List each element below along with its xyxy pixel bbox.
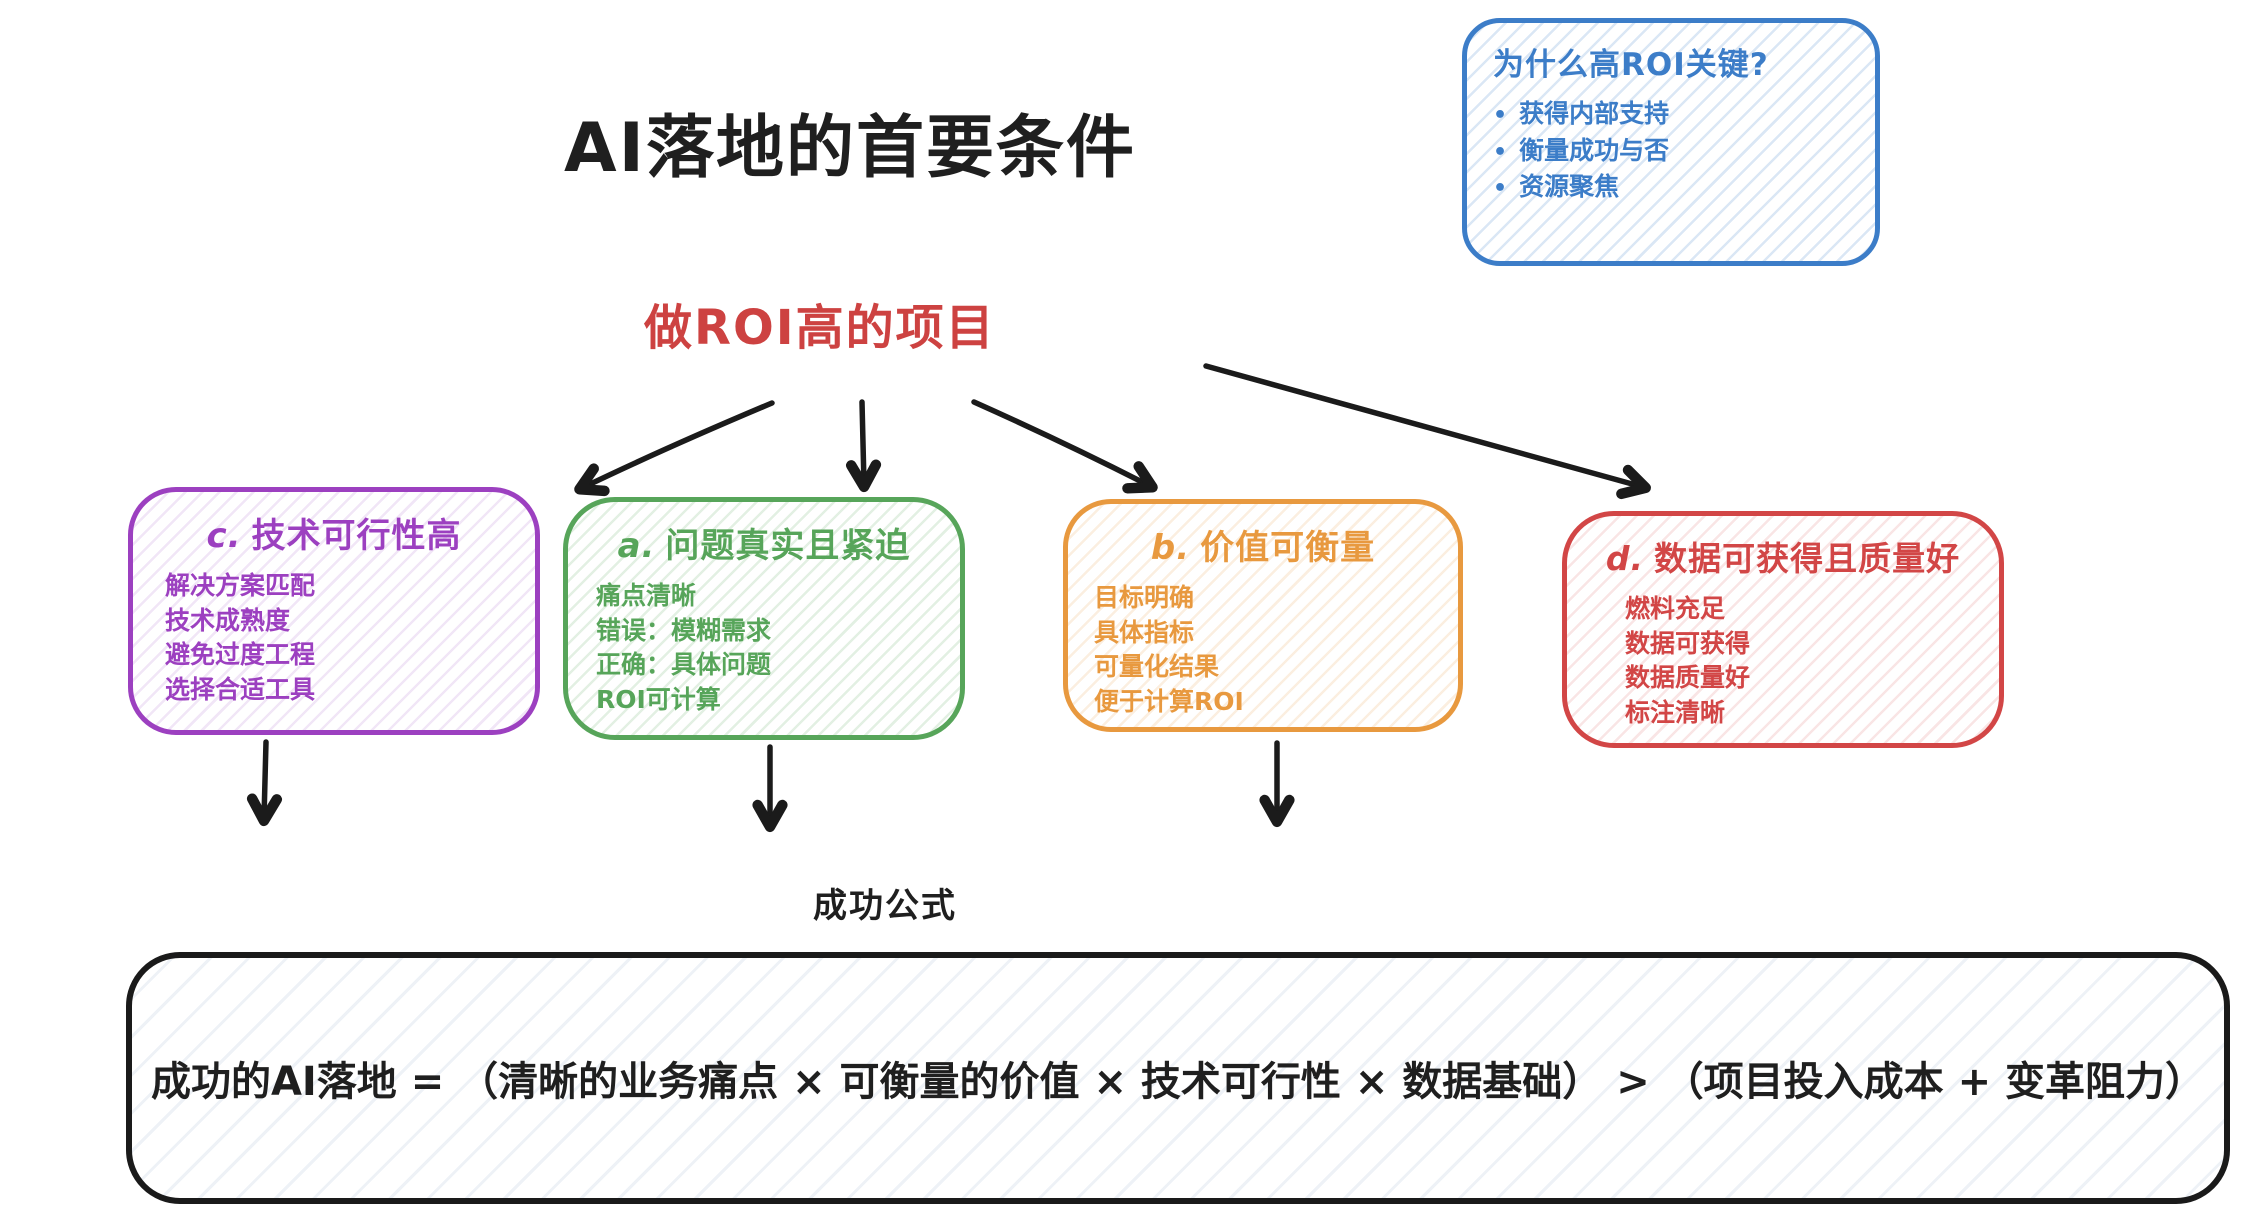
note-bullet-text: 资源聚焦 <box>1519 172 1620 201</box>
box-item: 数据质量好 <box>1625 663 1751 692</box>
box-item: 解决方案匹配 <box>165 571 316 600</box>
box-title: d.数据可获得且质量好 <box>1567 532 1999 580</box>
note-title: 为什么高ROI关键? <box>1493 47 1769 83</box>
box-item: 便于计算ROI <box>1094 686 1244 716</box>
box-title-letter: b. <box>1150 528 1191 568</box>
box-item: 正确：具体问题 <box>596 650 772 679</box>
note-bullet-item: • 衡量成功与否 <box>1493 133 1855 170</box>
box-item: 选择合适工具 <box>165 674 316 704</box>
arrow-center-to-green-box <box>845 399 882 493</box>
central-node-label: 做ROI高的项目 <box>644 300 996 356</box>
box-title-letter: c. <box>206 516 242 556</box>
criterion-box-c-tech-feasibility: c.技术可行性高 解决方案匹配 技术成熟度 避免过度工程 选择合适工具 <box>128 487 540 735</box>
note-bullet-item: • 资源聚焦 <box>1493 169 1855 206</box>
box-item: 痛点清晰 <box>596 581 697 610</box>
box-item: 具体指标 <box>1094 617 1195 647</box>
arrow-center-to-red-box <box>1203 363 1651 500</box>
criterion-box-b-measurable-value: b.价值可衡量 目标明确 具体指标 可量化结果 便于计算ROI <box>1063 499 1463 732</box>
box-title: a.问题真实且紧迫 <box>568 518 960 567</box>
arrow-center-to-purple-box <box>574 400 775 497</box>
formula-section-label: 成功公式 <box>813 886 957 926</box>
box-title: b.价值可衡量 <box>1068 520 1458 569</box>
box-title-letter: a. <box>617 526 656 566</box>
box-item: 数据可获得 <box>1625 628 1751 658</box>
box-item: 错误：模糊需求 <box>596 615 772 645</box>
why-high-roi-note: 为什么高ROI关键? • 获得内部支持 • 衡量成功与否 • 资源聚焦 <box>1462 18 1880 266</box>
box-title-text: 数据可获得且质量好 <box>1654 539 1961 578</box>
note-bullet-text: 衡量成功与否 <box>1519 135 1670 165</box>
box-title-text: 价值可衡量 <box>1200 528 1376 568</box>
box-item: 避免过度工程 <box>165 640 316 669</box>
box-item-list: 痛点清晰 错误：模糊需求 正确：具体问题 ROI可计算 <box>596 579 960 717</box>
diagram-title: AI落地的首要条件 <box>564 109 1136 188</box>
bullet-dot-icon: • <box>1493 103 1508 128</box>
success-formula-box: 成功的AI落地 = （清晰的业务痛点 × 可衡量的价值 × 技术可行性 × 数据… <box>126 952 2230 1204</box>
note-bullet-text: 获得内部支持 <box>1519 99 1670 128</box>
box-title-letter: d. <box>1605 539 1645 578</box>
formula-text: 成功的AI落地 = （清晰的业务痛点 × 可衡量的价值 × 技术可行性 × 数据… <box>150 1059 2206 1105</box>
box-item: 燃料充足 <box>1625 594 1726 623</box>
box-item: 可量化结果 <box>1094 652 1220 681</box>
arrow-purple-box-down <box>246 739 283 827</box>
box-item-list: 解决方案匹配 技术成熟度 避免过度工程 选择合适工具 <box>165 569 535 707</box>
box-item: ROI可计算 <box>596 684 721 714</box>
note-bullet-item: • 获得内部支持 <box>1493 96 1855 133</box>
box-title: c.技术可行性高 <box>133 508 535 557</box>
box-title-text: 问题真实且紧迫 <box>665 526 911 566</box>
bullet-dot-icon: • <box>1493 176 1508 201</box>
criterion-box-d-data-quality: d.数据可获得且质量好 燃料充足 数据可获得 数据质量好 标注清晰 <box>1562 511 2004 748</box>
box-item-list: 燃料充足 数据可获得 数据质量好 标注清晰 <box>1625 592 1999 730</box>
box-title-text: 技术可行性高 <box>251 516 462 556</box>
box-item: 技术成熟度 <box>165 605 291 635</box>
box-item: 标注清晰 <box>1625 697 1726 727</box>
bullet-dot-icon: • <box>1493 139 1508 165</box>
box-item: 目标明确 <box>1094 583 1195 612</box>
arrow-center-to-orange-box <box>971 399 1158 494</box>
criterion-box-a-real-problem: a.问题真实且紧迫 痛点清晰 错误：模糊需求 正确：具体问题 ROI可计算 <box>563 497 965 740</box>
box-item-list: 目标明确 具体指标 可量化结果 便于计算ROI <box>1094 581 1458 719</box>
note-bullet-list: • 获得内部支持 • 衡量成功与否 • 资源聚焦 <box>1493 96 1855 206</box>
